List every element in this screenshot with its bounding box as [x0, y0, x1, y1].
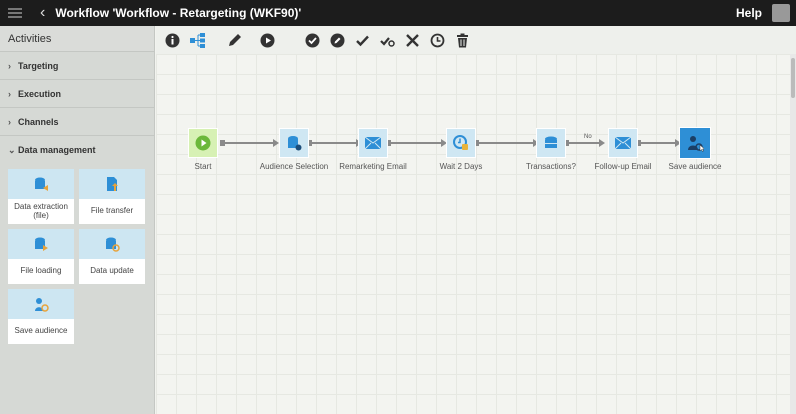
tile-label: File loading [20, 266, 62, 276]
database-refresh-icon [106, 237, 120, 252]
workflow-canvas[interactable]: No Start Audience Selection Remarketing … [156, 54, 790, 414]
chevron-down-icon: ⌄ [8, 145, 16, 155]
tile-label: File transfer [90, 206, 134, 216]
edit-icon[interactable] [226, 32, 243, 49]
node-label: Transactions? [526, 162, 576, 171]
play-icon[interactable] [259, 32, 276, 49]
node-label: Follow-up Email [594, 162, 652, 171]
trash-icon[interactable] [454, 32, 471, 49]
tile-file-transfer[interactable]: File transfer [79, 169, 145, 224]
database-import-icon [35, 237, 48, 251]
transition-arrow[interactable] [564, 139, 605, 147]
chevron-right-icon: › [8, 117, 11, 127]
node-remarketing-email[interactable] [358, 128, 388, 158]
tile-label: Data update [90, 266, 134, 276]
check-circle-icon[interactable] [304, 32, 321, 49]
toolbar [156, 26, 796, 54]
category-label: Channels [18, 117, 59, 127]
transition-label: No [584, 134, 592, 140]
category-channels[interactable]: › Channels [0, 108, 154, 136]
category-data-management[interactable]: ⌄Data management [0, 136, 154, 164]
tree-icon[interactable] [189, 32, 206, 49]
tile-label: Data extraction (file) [14, 201, 68, 220]
category-targeting[interactable]: › Targeting [0, 52, 154, 80]
avatar[interactable] [772, 4, 790, 22]
help-link[interactable]: Help [735, 6, 762, 20]
save-audience-icon [35, 298, 49, 312]
category-label: Data management [18, 145, 96, 155]
tile-file-loading[interactable]: File loading [8, 229, 74, 284]
node-label: Start [194, 162, 212, 171]
node-label: Audience Selection [259, 162, 329, 171]
chevron-right-icon: › [8, 61, 11, 71]
check-icon[interactable] [354, 32, 371, 49]
email-icon [615, 137, 631, 149]
transition-arrow[interactable] [307, 139, 362, 147]
node-follow-up-email[interactable] [608, 128, 638, 158]
save-audience-icon [688, 136, 704, 152]
node-save-audience[interactable] [679, 127, 711, 159]
canvas-scrollbar[interactable] [790, 54, 796, 414]
sidebar-title: Activities [0, 26, 154, 52]
clock-icon[interactable] [429, 32, 446, 49]
top-bar: ‹ Workflow 'Workflow - Retargeting (WKF9… [0, 0, 796, 26]
transition-arrow[interactable] [220, 139, 279, 147]
transition-arrow[interactable] [386, 139, 447, 147]
back-icon[interactable]: ‹ [40, 4, 46, 21]
file-upload-icon [107, 177, 118, 191]
node-start[interactable] [188, 128, 218, 158]
tile-label: Save audience [14, 326, 68, 336]
activities-sidebar: Activities › Targeting › Execution › Channe… [0, 26, 155, 414]
tile-data-update[interactable]: Data update [79, 229, 145, 284]
category-label: Targeting [18, 61, 59, 71]
node-label: Save audience [668, 162, 722, 171]
clock-icon [453, 135, 468, 150]
category-execution[interactable]: › Execution [0, 80, 154, 108]
tile-save-audience[interactable]: Save audience [8, 289, 74, 344]
chevron-right-icon: › [8, 89, 11, 99]
email-icon [365, 137, 381, 149]
edit-circle-icon[interactable] [329, 32, 346, 49]
database-icon [545, 136, 557, 148]
page-title: Workflow 'Workflow - Retargeting (WKF90)… [55, 6, 302, 20]
transition-arrow[interactable] [636, 139, 681, 147]
node-label: Remarketing Email [339, 162, 407, 171]
database-icon [288, 136, 302, 151]
node-audience-selection[interactable] [279, 128, 309, 158]
database-export-icon [35, 177, 48, 191]
scrollbar-thumb[interactable] [791, 58, 795, 98]
category-label: Execution [18, 89, 62, 99]
node-label: Wait 2 Days [439, 162, 483, 171]
close-icon[interactable] [404, 32, 421, 49]
tile-data-extraction[interactable]: Data extraction (file) [8, 169, 74, 224]
node-wait[interactable] [446, 128, 476, 158]
play-icon [195, 135, 211, 151]
check-refresh-icon[interactable] [379, 32, 396, 49]
node-transactions[interactable] [536, 128, 566, 158]
transition-arrow[interactable] [474, 139, 539, 147]
hamburger-menu-icon[interactable] [8, 8, 22, 18]
info-icon[interactable] [164, 32, 181, 49]
